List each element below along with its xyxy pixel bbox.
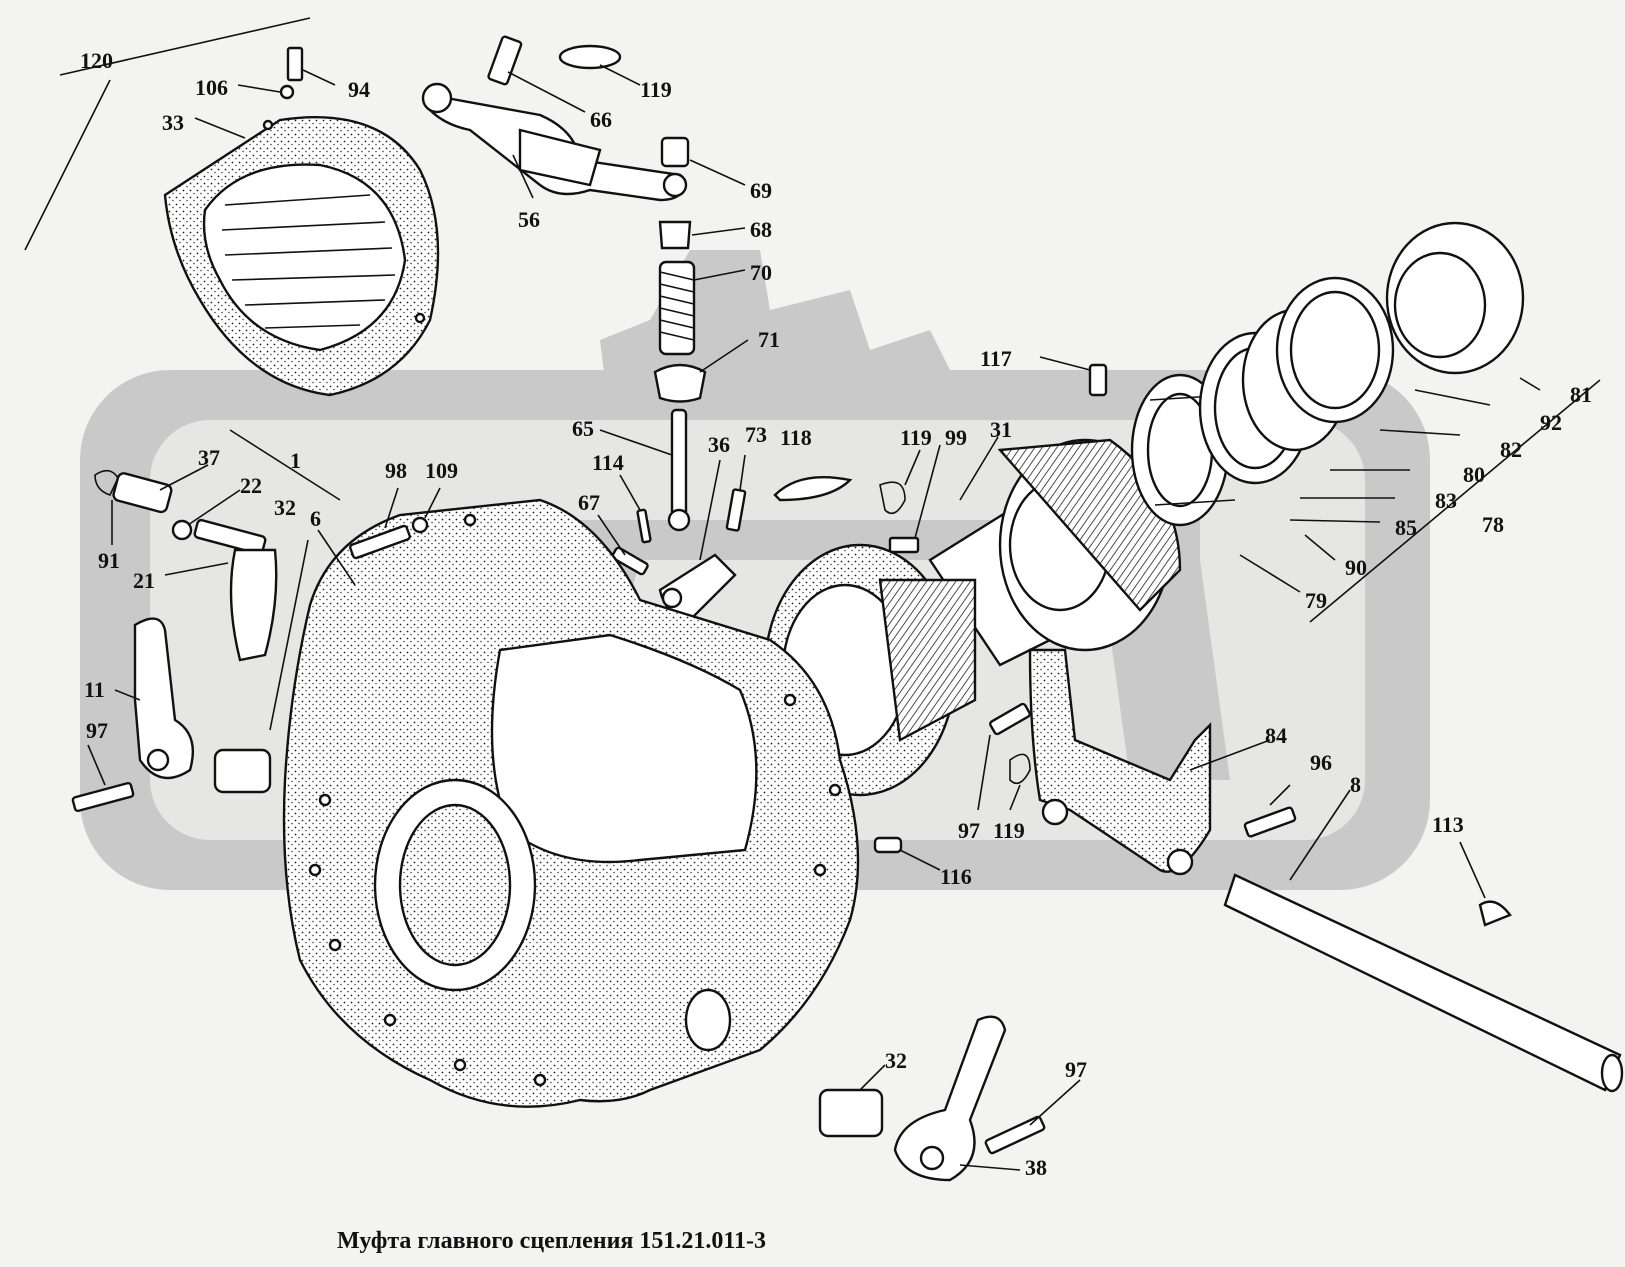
part-label: 92	[1540, 410, 1562, 435]
part-label: 82	[1500, 437, 1522, 462]
part-label: 79	[1305, 588, 1327, 613]
part-label: 114	[592, 450, 624, 475]
part-label: 8	[1350, 772, 1361, 797]
part-label: 97	[958, 818, 980, 843]
part-label: 120	[80, 48, 113, 73]
part-label: 73	[745, 422, 767, 447]
part-label: 69	[750, 178, 772, 203]
part-label: 98	[385, 458, 407, 483]
part-label: 94	[348, 77, 370, 102]
release-bearing-assembly	[928, 438, 1182, 667]
part-label: 119	[640, 77, 672, 102]
part-label: 32	[885, 1048, 907, 1073]
part-label: 56	[518, 207, 540, 232]
part-label: 21	[133, 568, 155, 593]
part-label: 66	[590, 107, 612, 132]
part-label: 81	[1570, 382, 1592, 407]
part-label: 117	[980, 346, 1012, 371]
part-label: 70	[750, 260, 772, 285]
part-label: 1	[290, 448, 301, 473]
part-label: 68	[750, 217, 772, 242]
part-label: 109	[425, 458, 458, 483]
part-label: 11	[84, 677, 105, 702]
part-label: 80	[1463, 462, 1485, 487]
part-label: 31	[990, 417, 1012, 442]
cover-plate-33	[163, 116, 440, 397]
part-label: 106	[195, 75, 228, 100]
part-label: 67	[578, 490, 600, 515]
part-label: 22	[240, 473, 262, 498]
spring-70	[658, 260, 696, 356]
release-lever-56	[421, 82, 688, 202]
diagram-caption: Муфта главного сцепления 151.21.011-3	[337, 1228, 766, 1254]
part-label: 97	[86, 718, 108, 743]
part-label: 32	[274, 495, 296, 520]
part-label: 119	[900, 425, 932, 450]
part-label: 90	[1345, 555, 1367, 580]
part-label: 36	[708, 432, 730, 457]
lever-11	[133, 617, 195, 780]
bearing-and-rings	[1130, 221, 1525, 527]
part-label: 37	[198, 445, 220, 470]
clutch-housing-1	[282, 498, 860, 1108]
lever-38	[893, 1015, 1007, 1182]
part-label: 78	[1482, 512, 1504, 537]
part-label: 65	[572, 416, 594, 441]
part-label: 6	[310, 506, 321, 531]
part-labels: 120 106 94 33 66 119 69 56 68 70 71 117 …	[80, 48, 1592, 1180]
part-label: 83	[1435, 488, 1457, 513]
part-label: 38	[1025, 1155, 1047, 1180]
part-label: 84	[1265, 723, 1287, 748]
part-label: 96	[1310, 750, 1332, 775]
part-label: 116	[940, 864, 972, 889]
part-label: 113	[1432, 812, 1464, 837]
part-label: 91	[98, 548, 120, 573]
fork-84	[1028, 648, 1212, 876]
part-label: 99	[945, 425, 967, 450]
lever-21	[193, 518, 278, 662]
part-label: 85	[1395, 515, 1417, 540]
part-label: 118	[780, 425, 812, 450]
part-label: 119	[993, 818, 1025, 843]
part-label: 71	[758, 327, 780, 352]
part-label: 33	[162, 110, 184, 135]
part-label: 97	[1065, 1057, 1087, 1082]
